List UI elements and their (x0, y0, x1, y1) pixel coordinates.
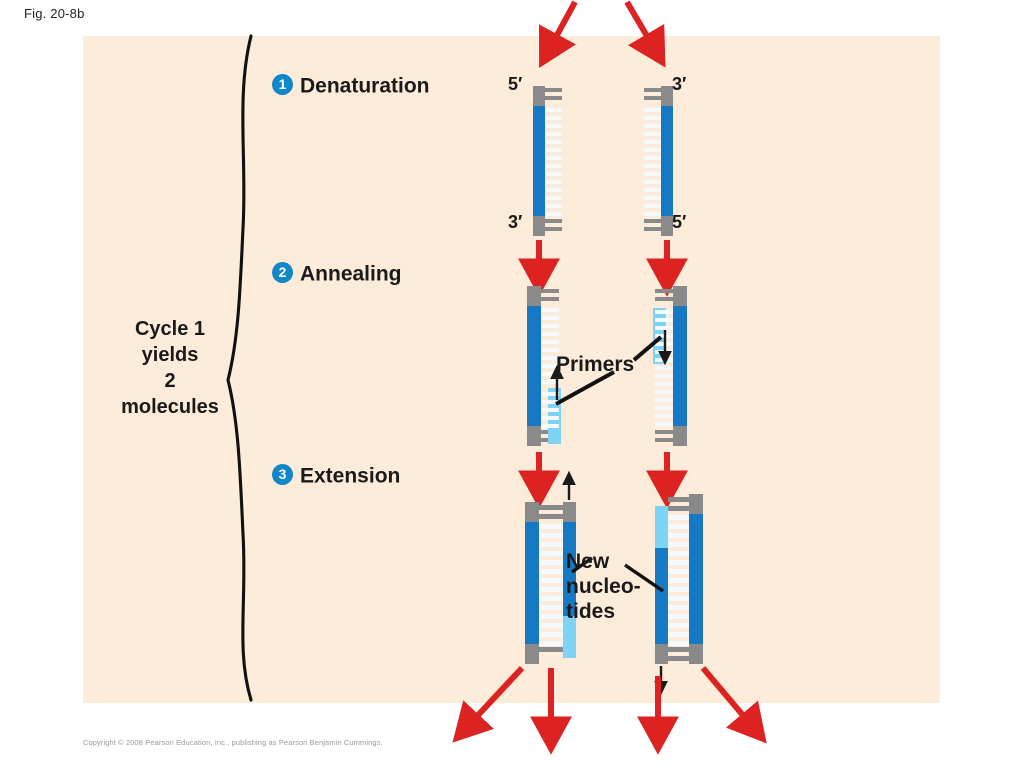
primer-leader-left (555, 370, 615, 406)
step-badge-2: 2 (272, 261, 293, 283)
strand-right-denaturation (644, 86, 673, 236)
arrow-bottom-far-right (700, 666, 767, 744)
stage-3-extension-strands (525, 470, 703, 696)
cycle-caption-line-2: yields (141, 344, 199, 366)
diagram-panel-background (83, 36, 940, 703)
callout-new-nucleotides-line-1: New (566, 550, 610, 573)
primer-leader-right (632, 335, 663, 362)
cycle-caption-line-3: 2 (164, 370, 176, 392)
stage-1-denaturation-strands (533, 86, 673, 236)
end-label-top-left: 5′ (508, 74, 523, 94)
step-badge-1: 1 (272, 73, 293, 95)
step-label-denaturation: 1 Denaturation (272, 73, 430, 98)
callout-new-nucleotides-line-3: tides (566, 600, 616, 623)
step-label-extension: 3 Extension (272, 463, 401, 488)
arrow-top-right (624, 0, 666, 68)
duplex-left-extension (525, 470, 576, 664)
strand-left-denaturation (533, 86, 562, 236)
figure-label: Fig. 20-8b (24, 6, 85, 21)
cycle-caption-line-1: Cycle 1 (134, 318, 206, 340)
arrow-bottom-far-left (452, 665, 525, 743)
newnuc-leader-right (624, 563, 664, 593)
arrow-top-left (538, 0, 578, 69)
step-label-annealing: 2 Annealing (272, 261, 402, 286)
end-label-bottom-left: 3′ (508, 212, 523, 232)
stage2-to-stage3-arrows (518, 452, 688, 509)
step-name-3: Extension (300, 464, 401, 488)
callout-new-nucleotides-line-2: nucleo- (566, 575, 641, 598)
top-flow-arrows (538, 0, 666, 69)
cycle-caption-line-4: molecules (121, 396, 219, 418)
newnuc-leader-left (571, 556, 593, 574)
end-label-bottom-right: 5′ (672, 212, 687, 232)
end-label-top-right: 3′ (672, 74, 687, 94)
duplex-right-extension (654, 494, 703, 696)
primer-remnant-right (655, 506, 668, 548)
stage1-to-stage2-arrows (518, 240, 688, 297)
stage-2-annealing-strands (527, 286, 687, 446)
bottom-flow-arrows (452, 665, 767, 755)
strand-left-annealing (527, 286, 564, 446)
strand-right-annealing (653, 286, 687, 446)
primer-remnant-left (563, 616, 576, 658)
step-name-1: Denaturation (300, 74, 430, 98)
cycle-brace-icon (226, 34, 253, 702)
step-badge-3: 3 (272, 463, 293, 485)
step-name-2: Annealing (300, 262, 402, 286)
copyright-notice: Copyright © 2008 Pearson Education, Inc.… (83, 738, 383, 747)
callout-new-nucleotides: New nucleo- tides (566, 549, 658, 624)
callout-primers: Primers (556, 353, 635, 376)
cycle-caption: Cycle 1 yields 2 molecules (95, 316, 245, 420)
